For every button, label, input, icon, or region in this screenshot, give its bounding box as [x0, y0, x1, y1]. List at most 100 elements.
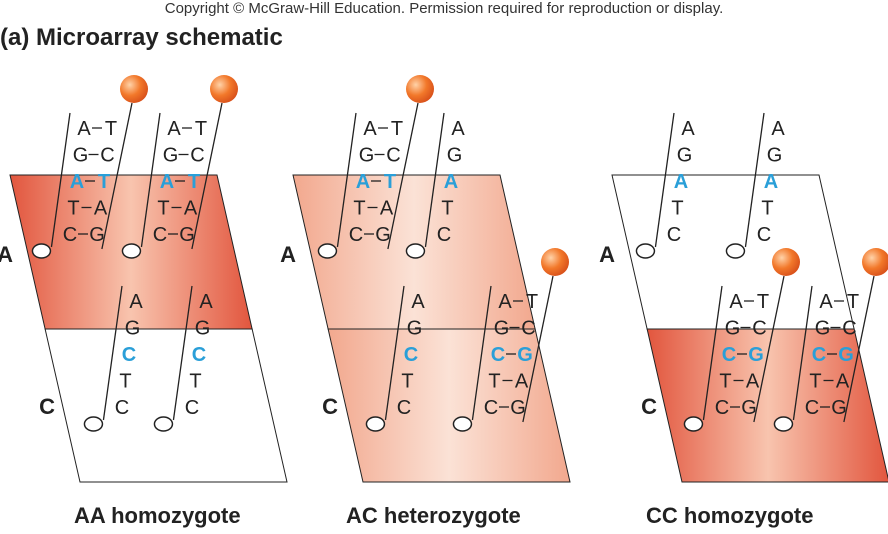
target-base: G	[838, 344, 854, 366]
probe-backbone	[654, 112, 675, 248]
probe-base: A	[498, 291, 512, 313]
target-backbone	[753, 275, 785, 423]
target-base: T	[105, 118, 117, 140]
probe-base: T	[401, 371, 413, 393]
probe-base: G	[163, 145, 179, 167]
target-base: A	[380, 198, 394, 220]
target-base: G	[89, 224, 105, 246]
probe-base: A	[199, 291, 213, 313]
copyright-notice: Copyright © McGraw-Hill Education. Permi…	[164, 0, 724, 17]
row-label-a-aa: A	[0, 242, 13, 267]
target-base: A	[94, 198, 108, 220]
target-base: C	[521, 318, 535, 340]
anchor-oval	[121, 243, 142, 259]
probe-base: A	[444, 171, 458, 193]
probe-backbone	[140, 112, 161, 248]
target-base: C	[100, 145, 114, 167]
probe-base: C	[757, 224, 771, 246]
target-base: T	[384, 171, 396, 193]
probe-base: A	[771, 118, 785, 140]
anchor-oval	[83, 416, 104, 432]
probe-base: A	[764, 171, 778, 193]
probe-base: G	[494, 318, 510, 340]
probe-base: C	[115, 397, 129, 419]
target-base: G	[831, 397, 847, 419]
probe-base: C	[192, 344, 206, 366]
row-label-c-aa: C	[39, 394, 55, 419]
target-base: G	[510, 397, 526, 419]
probe-base: G	[407, 318, 423, 340]
probe-base: G	[815, 318, 831, 340]
probe-base: T	[719, 371, 731, 393]
probe-base: A	[167, 118, 181, 140]
probe-backbone	[172, 285, 193, 421]
probe-base: C	[63, 224, 77, 246]
target-base: T	[188, 171, 200, 193]
probe-base: C	[722, 344, 736, 366]
spot-c-aa	[44, 328, 288, 483]
probe-base: C	[349, 224, 363, 246]
caption-aa-homozygote: AA homozygote	[74, 503, 241, 528]
target-base: T	[98, 171, 110, 193]
anchor-oval	[31, 243, 52, 259]
probe-base: C	[667, 224, 681, 246]
row-label-a-ac: A	[280, 242, 296, 267]
target-base: C	[752, 318, 766, 340]
anchor-oval	[405, 243, 426, 259]
target-base: C	[190, 145, 204, 167]
probe-base: T	[119, 371, 131, 393]
probe-base: A	[411, 291, 425, 313]
target-backbone	[843, 275, 875, 423]
probe-base: A	[70, 171, 84, 193]
probe-base: C	[491, 344, 505, 366]
target-base: G	[748, 344, 764, 366]
target-base: G	[517, 344, 533, 366]
probe-base: A	[160, 171, 174, 193]
anchor-oval	[773, 416, 794, 432]
anchor-oval	[683, 416, 704, 432]
target-base: G	[179, 224, 195, 246]
fluorescent-label-bead	[120, 75, 148, 103]
caption-cc-homozygote: CC homozygote	[646, 503, 814, 528]
probe-base: C	[122, 344, 136, 366]
probe-base: A	[729, 291, 743, 313]
probe-base: C	[805, 397, 819, 419]
target-base: T	[757, 291, 769, 313]
probe-backbone	[471, 285, 492, 421]
target-base: C	[842, 318, 856, 340]
probe-base: T	[157, 198, 169, 220]
probe-base: C	[437, 224, 451, 246]
probe-base: G	[359, 145, 375, 167]
anchor-oval	[725, 243, 746, 259]
fluorescent-label-bead	[541, 248, 569, 276]
row-label-c-cc: C	[641, 394, 657, 419]
target-base: T	[526, 291, 538, 313]
probe-backbone	[336, 112, 357, 248]
probe-backbone	[424, 112, 445, 248]
probe-base: T	[353, 198, 365, 220]
probe-base: A	[363, 118, 377, 140]
probe-base: T	[809, 371, 821, 393]
target-base: G	[741, 397, 757, 419]
probe-base: C	[812, 344, 826, 366]
probe-base: G	[725, 318, 741, 340]
target-backbone	[387, 102, 419, 250]
figure-title: (a) Microarray schematic	[0, 24, 283, 51]
probe-base: C	[484, 397, 498, 419]
probe-base: C	[404, 344, 418, 366]
target-backbone	[522, 275, 554, 423]
probe-backbone	[792, 285, 813, 421]
target-base: T	[847, 291, 859, 313]
fluorescent-label-bead	[406, 75, 434, 103]
anchor-oval	[317, 243, 338, 259]
probe-base: A	[451, 118, 465, 140]
target-base: A	[515, 371, 529, 393]
